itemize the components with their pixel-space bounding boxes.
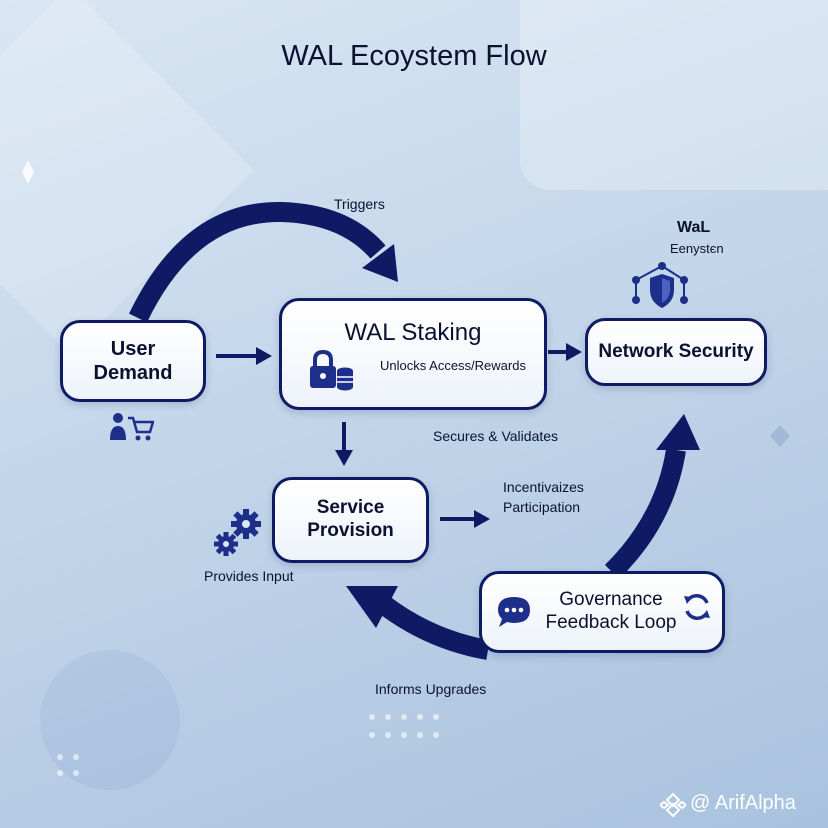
lock-coins-icon — [310, 349, 353, 391]
network-shield-icon — [632, 262, 688, 308]
user-demand-line1: User — [110, 338, 156, 360]
sparkle-left — [22, 160, 34, 184]
service-provision-line1: Service — [316, 497, 385, 519]
label-incentivizes-1: Incentivaizes — [503, 479, 584, 495]
sparkle-right — [770, 425, 790, 447]
wal-staking-title: WAL Staking — [344, 319, 482, 346]
node-network-security[interactable]: Network Security — [585, 318, 767, 386]
arrow-triggers — [128, 201, 386, 323]
dot-grid-bottom-left — [57, 754, 79, 776]
user-demand-line2: Demand — [93, 362, 173, 384]
label-provides-input: Provides Input — [204, 568, 294, 584]
gears-icon — [214, 509, 261, 556]
arrow-triggers-head — [362, 244, 398, 282]
arrow-feedback-up — [604, 448, 686, 580]
watermark-text: @ ArifAlpha — [690, 792, 796, 814]
dot-grid-bottom — [369, 714, 439, 738]
cart-user-icon — [110, 413, 154, 441]
watermark-logo-icon — [660, 792, 686, 818]
label-triggers: Triggers — [334, 196, 385, 212]
node-service-provision[interactable]: Service Provision — [272, 477, 429, 563]
refresh-icon — [684, 594, 710, 620]
service-provision-line2: Provision — [307, 520, 394, 541]
background-shape-top-right — [520, 0, 828, 190]
node-wal-staking[interactable]: WAL Staking Unlocks Access/Rewards — [279, 298, 547, 410]
network-security-title: Network Security — [598, 340, 754, 362]
badge-title: WaL — [677, 219, 711, 236]
badge-subtitle: Eenystєn — [670, 241, 724, 256]
label-informs-upgrades: Informs Upgrades — [375, 681, 487, 697]
governance-line1: Governance — [559, 589, 663, 611]
node-user-demand[interactable]: User Demand — [60, 320, 206, 402]
wal-staking-subtitle: Unlocks Access/Rewards — [380, 357, 526, 373]
label-secures-validates: Secures & Validates — [433, 428, 559, 444]
arrow-informs-upgrades-head — [346, 586, 398, 628]
governance-line2: Feedback Loop — [545, 612, 677, 633]
arrow-informs-upgrades — [376, 596, 490, 660]
chat-bubble-icon — [498, 597, 530, 627]
page-title: WAL Ecoystem Flow — [281, 40, 547, 72]
background-circle-bottom-left — [40, 650, 180, 790]
arrow-feedback-up-head — [656, 414, 700, 450]
label-incentivizes-2: Participation — [503, 499, 581, 515]
